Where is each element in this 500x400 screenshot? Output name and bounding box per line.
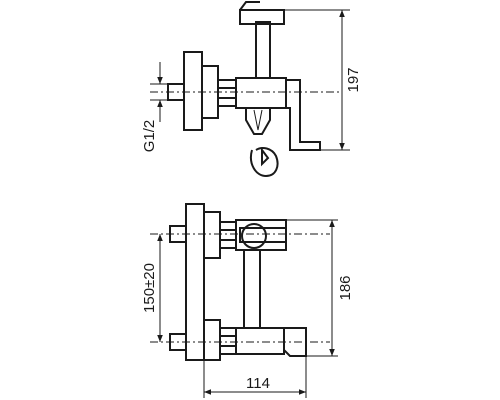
front-lower-nut — [219, 327, 237, 355]
front-lower-escutcheon — [203, 319, 221, 361]
front-spout — [283, 327, 307, 357]
side-nut — [217, 79, 237, 107]
side-wall-flange — [183, 51, 203, 131]
side-view: 197 G1/2 — [141, 1, 362, 178]
front-view: 150±20 186 114 — [141, 203, 354, 398]
side-outlet — [245, 107, 271, 135]
front-upper-escutcheon — [203, 211, 221, 259]
dim-front-height: 186 — [337, 275, 354, 300]
side-body — [235, 77, 287, 109]
side-water-flow — [250, 147, 279, 178]
front-riser — [243, 249, 261, 329]
front-handle-lever — [239, 227, 287, 243]
dim-front-width: 114 — [246, 375, 270, 392]
front-upper-nut — [219, 221, 237, 249]
side-riser — [255, 21, 271, 79]
side-lever — [285, 79, 321, 151]
dim-thread: G1/2 — [141, 120, 158, 153]
front-lower-body — [235, 327, 285, 355]
dim-side-height: 197 — [345, 67, 362, 92]
front-handle-knob — [241, 223, 267, 249]
front-wall-plate — [185, 203, 205, 361]
side-holder — [239, 9, 285, 25]
dim-front-spacing: 150±20 — [141, 263, 158, 313]
